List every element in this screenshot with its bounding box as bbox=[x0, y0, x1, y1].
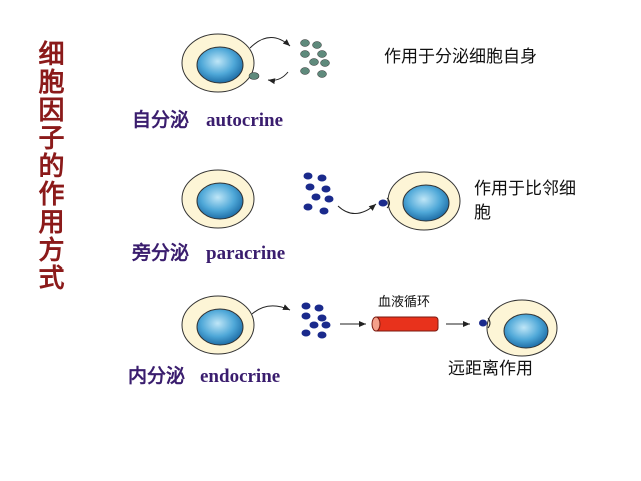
paracrine-description-2: 胞 bbox=[474, 203, 491, 223]
paracrine-description-1: 作用于比邻细 bbox=[474, 179, 576, 199]
endocrine-source-cell bbox=[181, 295, 255, 355]
cytokine-dots bbox=[300, 39, 330, 78]
secretion-arrow bbox=[249, 37, 291, 49]
secretion-arrow bbox=[251, 304, 291, 315]
endocrine-description: 远距离作用 bbox=[448, 359, 533, 379]
endocrine-target-cell bbox=[479, 299, 558, 357]
bound-cytokine-icon bbox=[378, 199, 388, 207]
endocrine-label-en: endocrine bbox=[200, 366, 280, 387]
slide-title: 细胞因子的作用方式 bbox=[34, 40, 64, 292]
diffusion-arrow bbox=[337, 203, 377, 214]
autocrine-label-cn: 自分泌 bbox=[132, 108, 189, 131]
paracrine-label-cn: 旁分泌 bbox=[131, 241, 189, 264]
cytokine-dots bbox=[303, 172, 334, 215]
vessel-label: 血液循环 bbox=[378, 295, 430, 310]
paracrine-label-en: paracrine bbox=[206, 243, 285, 264]
bound-cytokine-icon bbox=[479, 319, 487, 327]
receptor-icon bbox=[248, 72, 260, 80]
autocrine-label-en: autocrine bbox=[206, 110, 283, 131]
cytokine-dots bbox=[301, 302, 331, 339]
paracrine-target-cell bbox=[378, 171, 461, 231]
autocrine-description: 作用于分泌细胞自身 bbox=[384, 47, 537, 67]
binding-arrow bbox=[267, 71, 289, 85]
endocrine-label-cn: 内分泌 bbox=[128, 364, 185, 387]
paracrine-source-cell bbox=[181, 169, 255, 229]
blood-vessel-icon bbox=[371, 316, 439, 332]
autocrine-cell bbox=[181, 33, 260, 93]
